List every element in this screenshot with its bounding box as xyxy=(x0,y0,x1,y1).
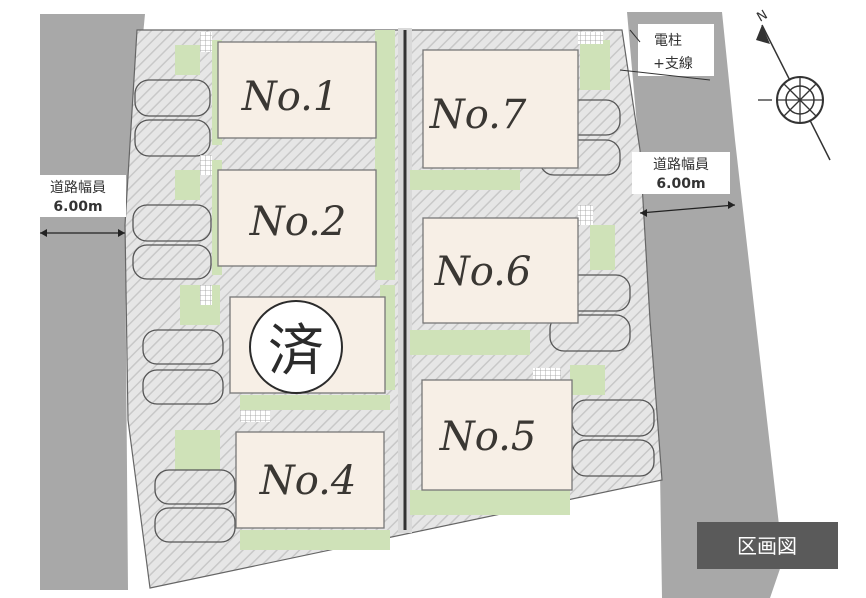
lot-label-no1[interactable]: No.1 xyxy=(241,74,339,120)
lot-label-no4[interactable]: No.4 xyxy=(259,458,357,504)
entrance-tiles xyxy=(200,32,603,422)
sold-badge: 済 xyxy=(249,300,343,394)
right-road-width-value: 6.00m xyxy=(656,176,705,192)
left-road-label: 道路幅員 xyxy=(50,180,106,196)
left-road xyxy=(40,14,145,590)
lot-label-no5[interactable]: No.5 xyxy=(439,414,537,460)
lot-label-no2[interactable]: No.2 xyxy=(249,199,347,245)
house-footprints xyxy=(217,41,579,529)
lot-label-no6[interactable]: No.6 xyxy=(434,249,532,295)
title-badge-text: 区画図 xyxy=(737,534,797,558)
parking-spaces xyxy=(132,79,655,543)
planting-areas xyxy=(175,30,615,550)
right-road-width: 道路幅員 6.00m xyxy=(632,152,736,217)
lot-label-no7[interactable]: No.7 xyxy=(429,92,527,138)
right-road-label: 道路幅員 xyxy=(653,157,709,173)
sold-badge-text: 済 xyxy=(268,319,324,384)
left-road-width: 道路幅員 6.00m xyxy=(30,175,126,237)
compass-icon: N xyxy=(755,8,831,161)
utility-pole-note: 電柱 +支線 xyxy=(619,24,714,81)
utility-pole-line2: +支線 xyxy=(653,56,693,72)
left-road-width-value: 6.00m xyxy=(53,199,102,215)
compass-north-label: N xyxy=(755,8,771,26)
title-badge: 区画図 xyxy=(697,522,838,569)
utility-pole-line1: 電柱 xyxy=(654,33,682,49)
